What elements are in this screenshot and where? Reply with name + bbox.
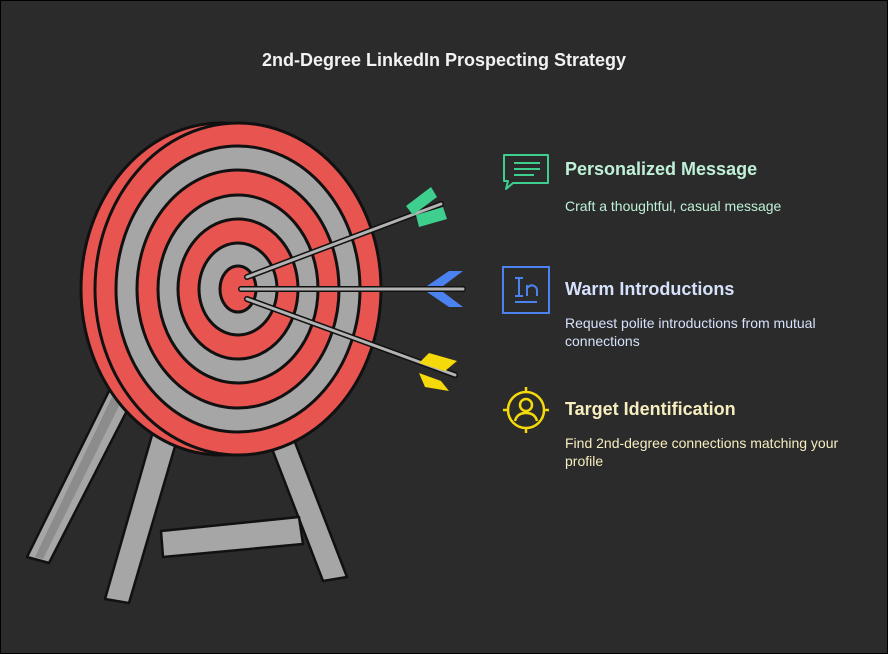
personalized-message-heading: Personalized Message xyxy=(565,159,758,179)
diagram-title: 2nd-Degree LinkedIn Prospecting Strategy xyxy=(261,50,627,70)
linkedin-icon xyxy=(502,266,550,314)
blue-arrow xyxy=(238,271,466,307)
target-identification-description: Find 2nd-degree connections matching you… xyxy=(565,435,839,469)
green-arrow xyxy=(244,187,447,280)
yellow-arrow xyxy=(244,296,458,391)
warm-introductions-description: Request polite introductions from mutual… xyxy=(565,315,816,349)
target-identification-heading: Target Identification xyxy=(565,399,736,419)
chat-message-icon xyxy=(503,154,549,190)
target-stand xyxy=(25,389,349,605)
warm-introductions-heading: Warm Introductions xyxy=(565,279,735,299)
target-user-icon xyxy=(503,387,549,433)
personalized-message-description: Craft a thoughtful, casual message xyxy=(565,198,782,214)
